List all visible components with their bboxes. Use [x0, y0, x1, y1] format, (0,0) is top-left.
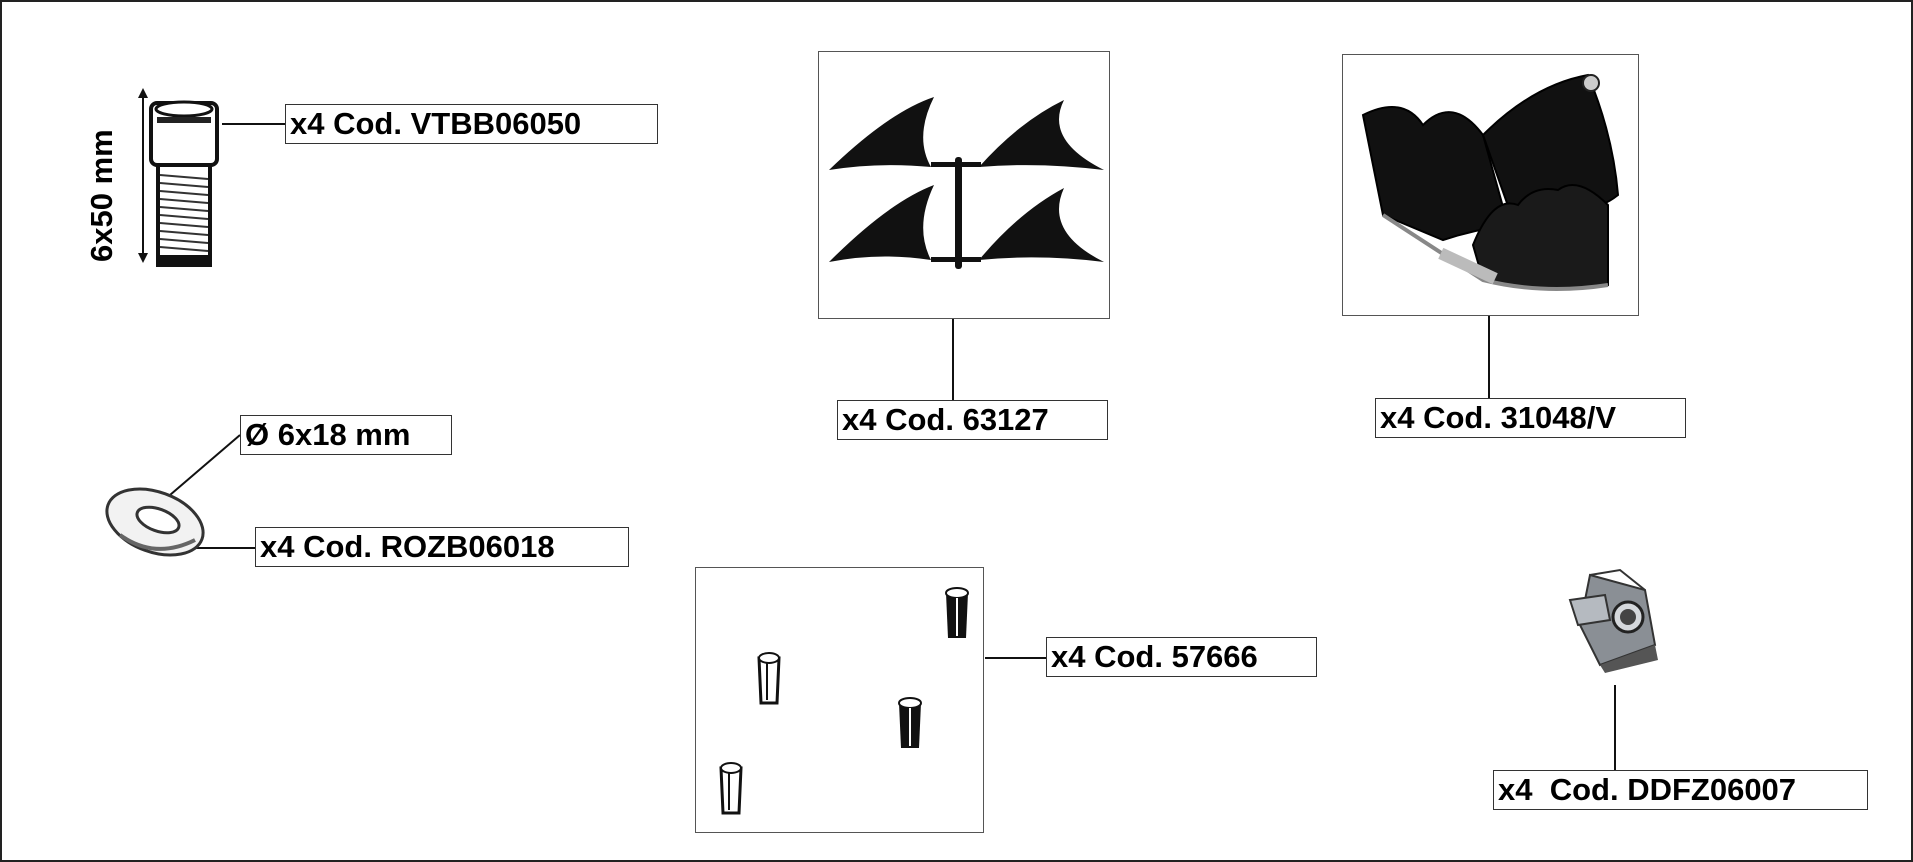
washer-icon	[105, 487, 205, 557]
pins-label: x4 Cod. 57666	[1046, 637, 1317, 677]
screw-dimension: 6x50 mm	[84, 129, 119, 262]
screw-label: x4 Cod. VTBB06050	[285, 104, 658, 144]
fins-box	[818, 51, 1110, 319]
bracket-label: x4 Cod. 31048/V	[1375, 398, 1686, 438]
cage-nut-icon	[1568, 568, 1658, 673]
cage-nut-label: x4 Cod. DDFZ06007	[1493, 770, 1868, 810]
washer-label: x4 Cod. ROZB06018	[255, 527, 629, 567]
fins-label: x4 Cod. 63127	[837, 400, 1108, 440]
shovel-bracket-icon	[1361, 73, 1620, 291]
fin-bracket-icon	[829, 97, 1104, 269]
pin-icon	[898, 697, 922, 748]
bracket-box	[1342, 54, 1639, 316]
washer-dimension-label: Ø 6x18 mm	[240, 415, 452, 455]
dimension-arrow-icon	[138, 88, 148, 263]
pins-box	[695, 567, 984, 833]
screw-icon	[149, 100, 219, 267]
pin-icon	[719, 762, 743, 815]
pin-icons	[719, 587, 969, 815]
pin-icon	[945, 587, 969, 638]
pin-icon	[757, 652, 781, 705]
